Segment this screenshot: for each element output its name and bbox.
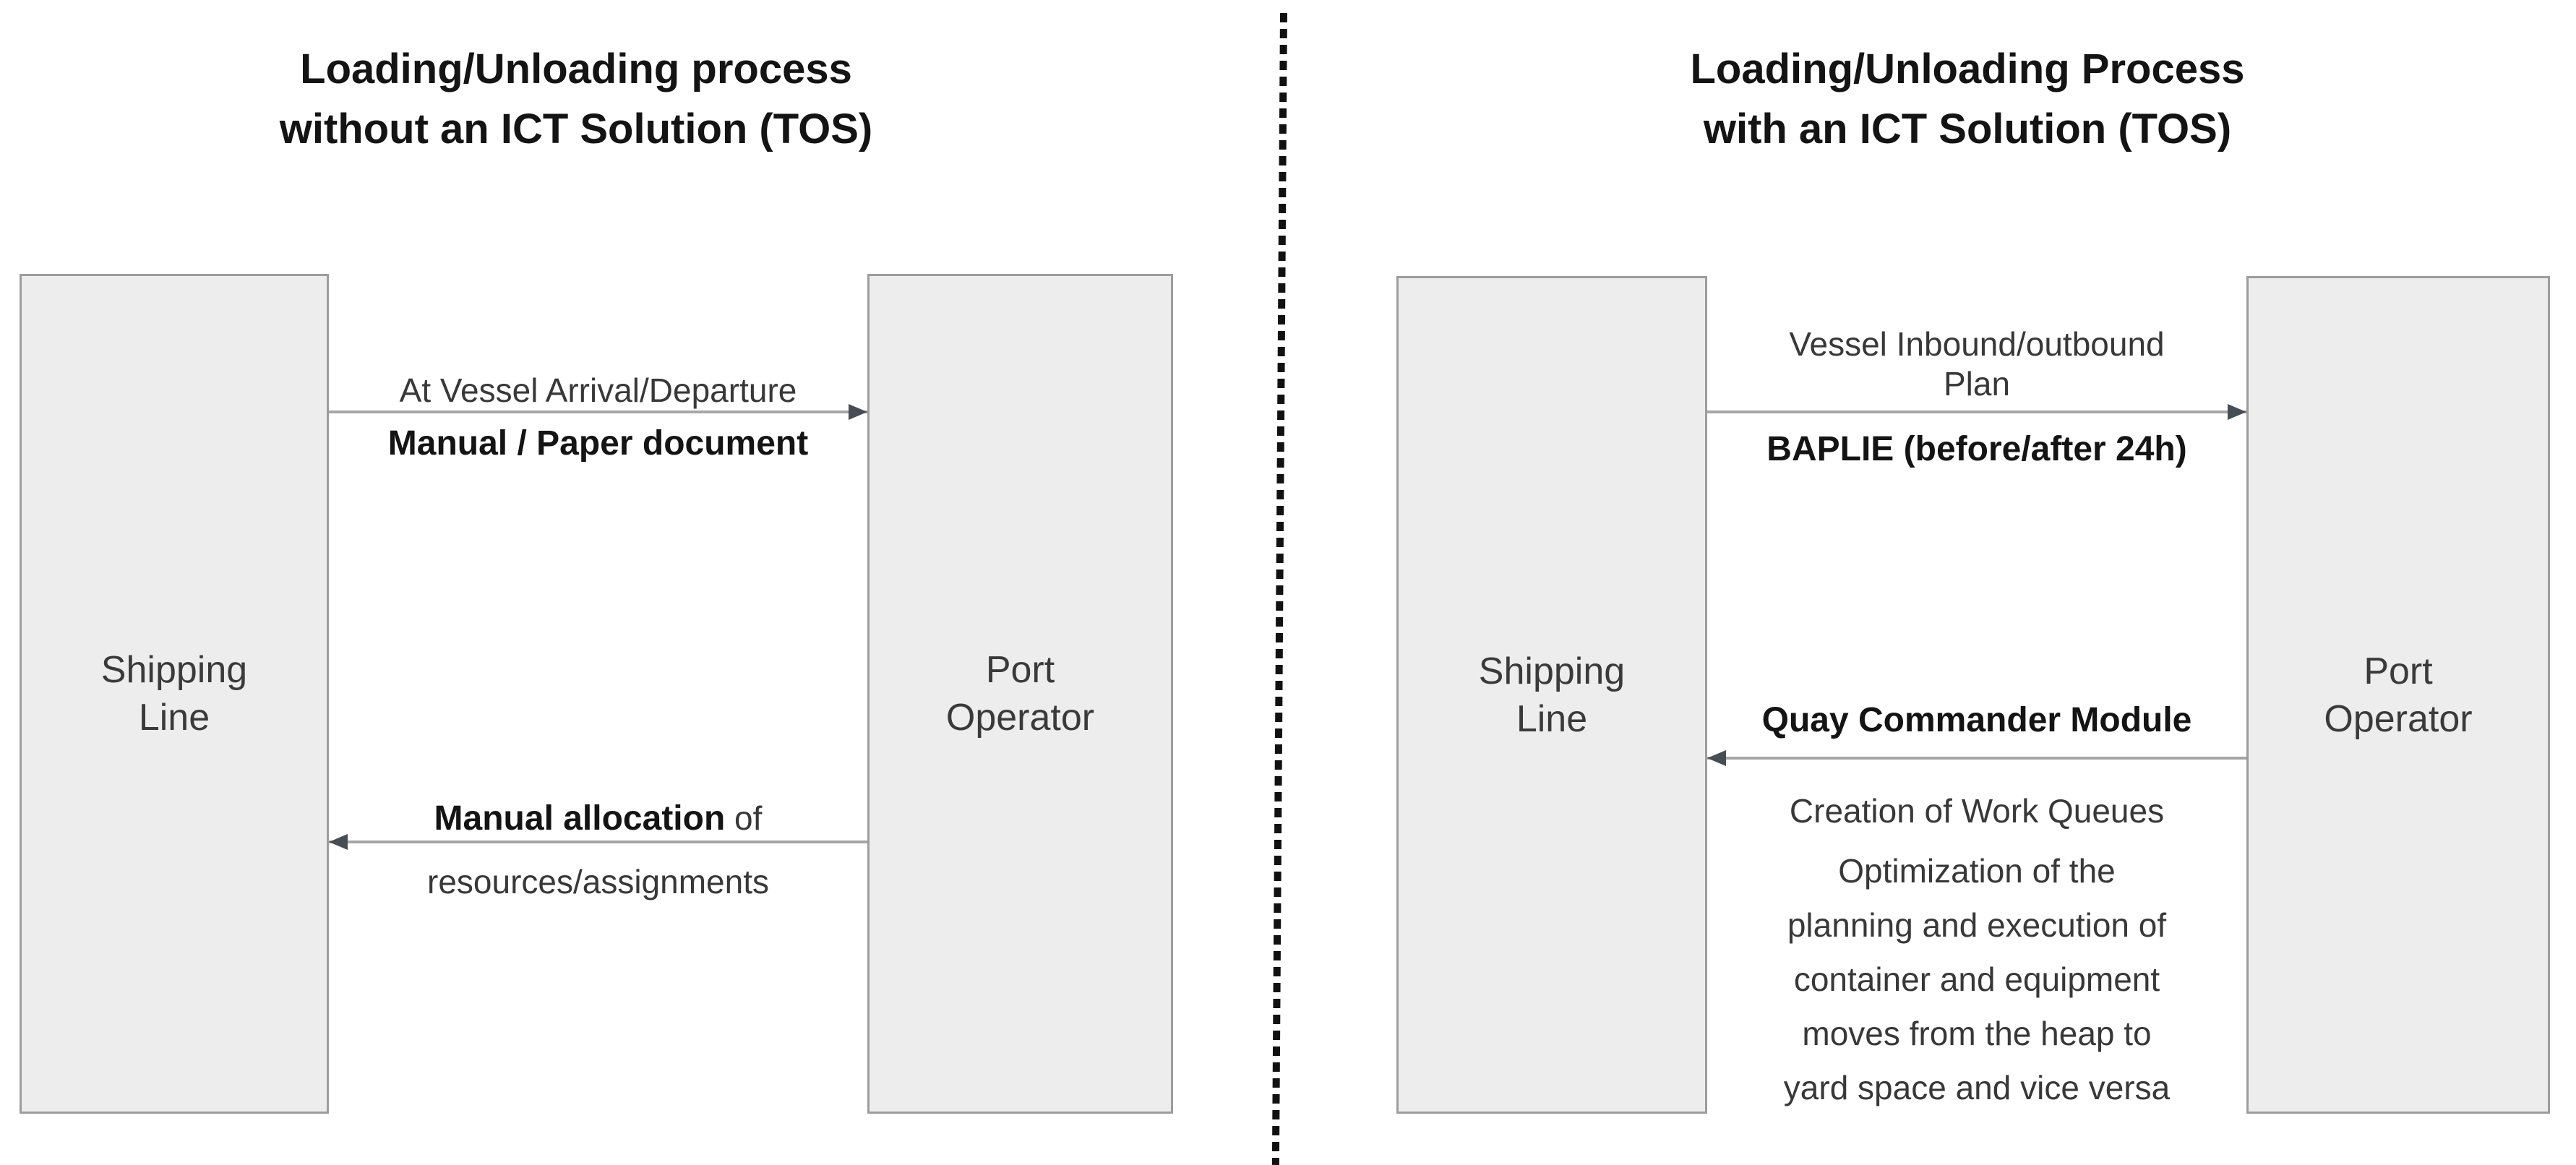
arrow-right-to-port-top-label: Vessel Inbound/outbound Plan <box>1707 324 2246 404</box>
label-line: Shipping <box>1478 650 1626 692</box>
manual-allocation-regular-text: of <box>725 799 763 837</box>
label-line: Line <box>1516 697 1588 740</box>
label-line: Port <box>985 649 1055 691</box>
manual-allocation-bold-text: Manual allocation <box>434 799 726 838</box>
arrow-left-port-to-shipping <box>329 834 867 850</box>
arrowhead-left-icon <box>1707 750 1726 766</box>
box-port-operator-right: Port Operator <box>2246 276 2550 1114</box>
label-line: Shipping <box>100 649 248 691</box>
quay-commander-module-label: Quay Commander Module <box>1761 701 2192 739</box>
label-line: Line <box>138 697 210 739</box>
arrow-left-to-shipping-top-label: Manual allocation of <box>329 799 867 838</box>
vessel-plan-line-2: Plan <box>1943 365 2011 403</box>
optimization-line-5: yard space and vice versa <box>1783 1069 2171 1106</box>
optimization-line-1: Optimization of the <box>1838 852 2116 890</box>
dashed-divider <box>1271 12 1287 1165</box>
right-title-line-2: with an ICT Solution (TOS) <box>1703 106 2232 152</box>
box-shipping-line-left-label: Shipping Line <box>101 646 247 741</box>
left-title-line-1: Loading/Unloading process <box>300 46 852 93</box>
optimization-paragraph: Optimization of the planning and executi… <box>1707 844 2246 1115</box>
label-line: Operator <box>2324 697 2473 740</box>
label-line: Port <box>2364 650 2433 692</box>
optimization-line-3: container and equipment <box>1793 960 2160 998</box>
optimization-line-4: moves from the heap to <box>1802 1015 2152 1052</box>
right-panel-title: Loading/Unloading Process with an ICT So… <box>1534 39 2401 159</box>
arrow-right-port-to-shipping <box>1707 750 2246 766</box>
arrow-left-to-port-top-label: At Vessel Arrival/Departure <box>399 371 797 409</box>
left-panel-title: Loading/Unloading process without an ICT… <box>142 39 1010 159</box>
arrow-right-shipping-to-port <box>1707 404 2246 420</box>
box-port-operator-left-label: Port Operator <box>946 646 1094 741</box>
arrow-left-shipping-to-port <box>329 404 867 420</box>
label-line: Operator <box>945 697 1095 739</box>
arrowhead-right-icon <box>849 404 867 420</box>
arrow-left-to-shipping-bottom-label: resources/assignments <box>427 863 769 900</box>
vessel-plan-line-1: Vessel Inbound/outbound <box>1789 325 2165 363</box>
arrowhead-left-icon <box>329 834 348 850</box>
arrow-right-to-port-bottom-label: BAPLIE (before/after 24h) <box>1766 430 2187 468</box>
left-title-line-2: without an ICT Solution (TOS) <box>279 106 873 152</box>
box-shipping-line-left: Shipping Line <box>20 274 329 1114</box>
box-shipping-line-right: Shipping Line <box>1396 276 1707 1114</box>
creation-work-queues-label: Creation of Work Queues <box>1789 792 2165 830</box>
box-port-operator-left: Port Operator <box>867 274 1173 1114</box>
right-title-line-1: Loading/Unloading Process <box>1690 46 2245 93</box>
arrow-left-to-port-bottom-label: Manual / Paper document <box>387 424 809 463</box>
arrowhead-right-icon <box>2228 404 2246 420</box>
box-port-operator-right-label: Port Operator <box>2324 648 2472 743</box>
optimization-line-2: planning and execution of <box>1787 906 2167 944</box>
box-shipping-line-right-label: Shipping Line <box>1479 648 1625 743</box>
